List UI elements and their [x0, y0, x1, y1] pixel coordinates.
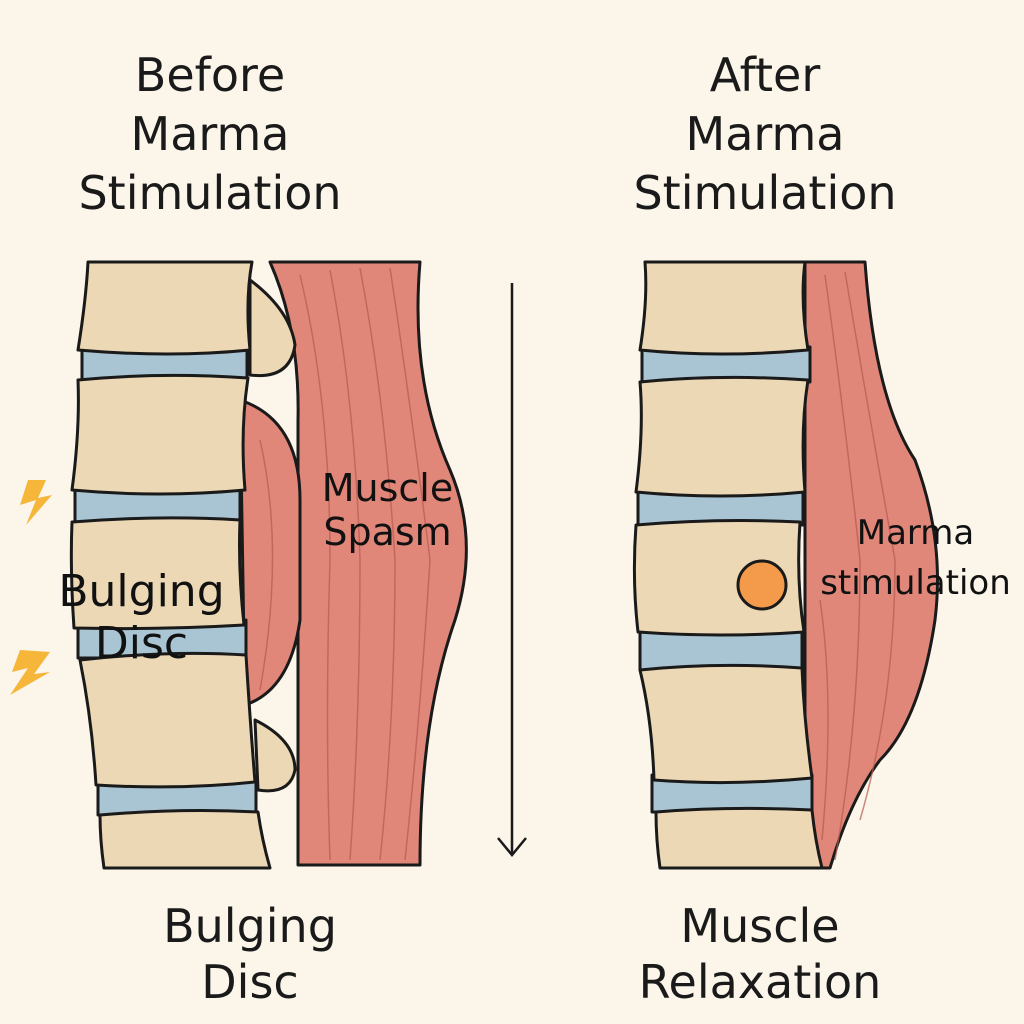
- arrow-down-icon: [497, 283, 527, 857]
- vertebra: [76, 260, 254, 356]
- vertebra: [98, 809, 272, 870]
- left-title: Before Marma Stimulation: [78, 48, 342, 220]
- vertebra: [634, 375, 810, 498]
- right-title: After Marma Stimulation: [633, 48, 897, 220]
- vertebra: [78, 651, 257, 789]
- muscle-bulge-small: [238, 398, 302, 707]
- vertebra: [638, 663, 814, 785]
- right-bottom-label: Muscle Relaxation: [638, 899, 882, 1009]
- pain-bolt-icon: [10, 650, 50, 695]
- vertebra: [69, 516, 246, 631]
- vertebra: [654, 806, 824, 870]
- vertebra: [638, 260, 810, 356]
- bulging-disc-label: Bulging Disc: [58, 566, 225, 669]
- marma-point: [736, 559, 788, 611]
- left-bottom-label: Bulging Disc: [163, 899, 337, 1009]
- marma-stimulation-label: Marma stimulation: [820, 513, 1011, 603]
- pain-bolt-icon: [20, 480, 52, 525]
- relaxed-muscle: [803, 260, 939, 870]
- muscle-spasm: [268, 260, 468, 867]
- vertebra: [70, 373, 250, 496]
- muscle-spasm-label: Muscle Spasm: [321, 466, 454, 554]
